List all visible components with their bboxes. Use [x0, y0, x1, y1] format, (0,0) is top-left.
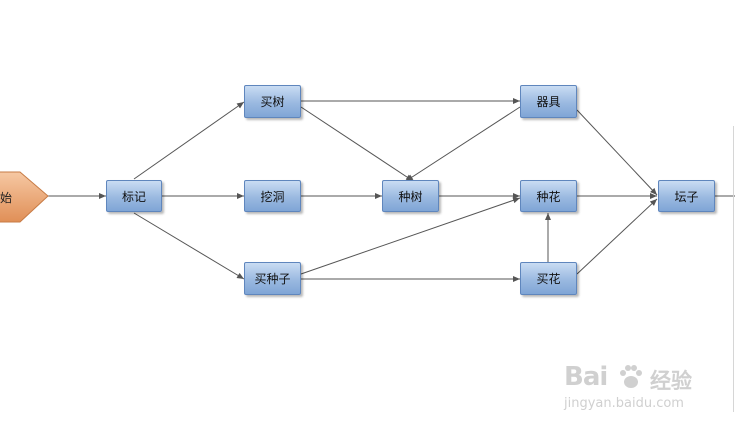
start-node-label: 始 — [0, 191, 13, 205]
edge-maizhongzi-zhonghua — [300, 197, 521, 275]
edge-maihua-tanzi — [576, 198, 658, 275]
paw-icon — [620, 365, 642, 388]
watermark-url: jingyan.baidu.com — [564, 396, 684, 411]
node-qiju: 器具 — [520, 85, 577, 118]
node-biaoji-label: 标记 — [121, 189, 146, 204]
edge-qiju-tanzi — [576, 109, 658, 196]
node-qiju-label: 器具 — [536, 95, 561, 109]
baidu-jingyan-watermark: Bai du 经验 jingyan.baidu.com — [564, 362, 704, 416]
edge-qiju-zhongshu — [405, 106, 521, 182]
node-biaoji: 标记 — [106, 180, 162, 212]
frame-edge-line — [733, 126, 734, 412]
watermark-brand-cn: 经验 — [650, 369, 692, 393]
node-zhonghua: 种花 — [520, 180, 577, 212]
watermark-brand-a: Bai — [564, 362, 608, 392]
node-maihua: 买花 — [520, 262, 577, 295]
node-maizhongzi: 买种子 — [244, 262, 301, 295]
node-maihua-label: 买花 — [536, 272, 561, 286]
node-zhongshu-label: 种树 — [398, 189, 423, 204]
node-maishu-label: 买树 — [260, 95, 285, 109]
node-maizhongzi-label: 买种子 — [254, 272, 291, 286]
node-zhonghua-label: 种花 — [536, 189, 561, 204]
node-maishu: 买树 — [244, 85, 301, 118]
node-tanzi-label: 坛子 — [674, 189, 699, 204]
node-zhongshu: 种树 — [382, 180, 439, 212]
edge-maishu-zhongshu — [300, 106, 414, 182]
edge-biaoji-maishu — [133, 101, 245, 180]
start-node: 始 — [0, 170, 50, 226]
node-wadong: 挖洞 — [244, 180, 301, 212]
node-tanzi: 坛子 — [658, 180, 715, 212]
edge-biaoji-maizhongzi — [133, 212, 245, 280]
node-wadong-label: 挖洞 — [260, 189, 285, 204]
